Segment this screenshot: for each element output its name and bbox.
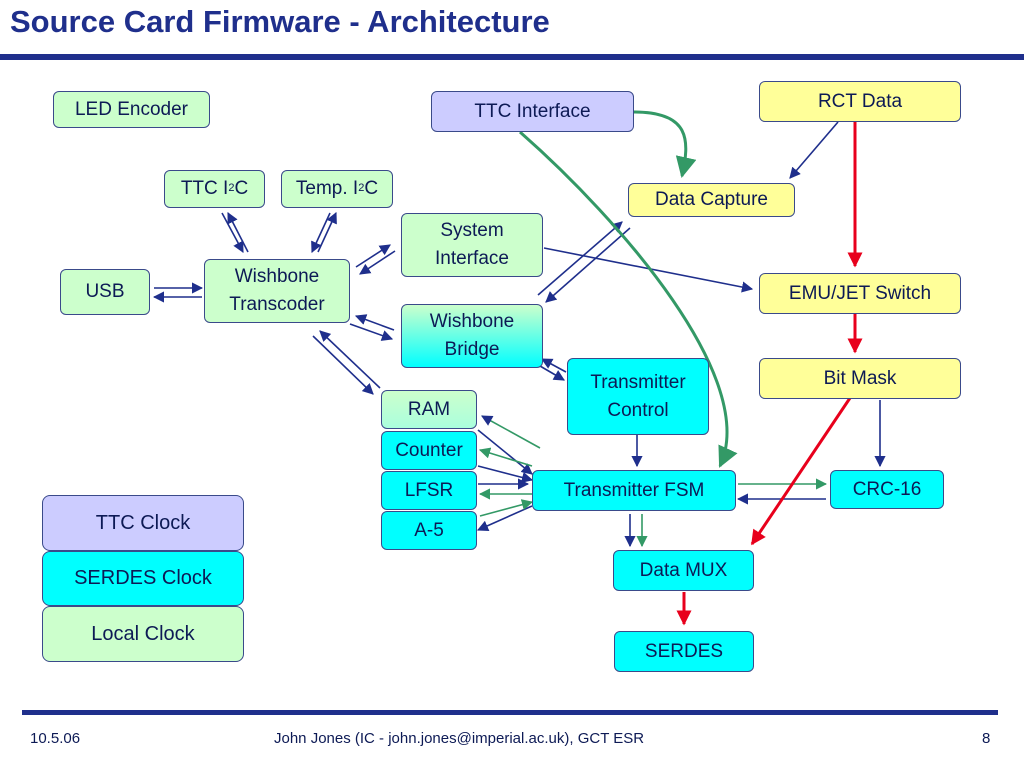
clock-local: Local Clock	[42, 606, 244, 662]
footer-page-number: 8	[982, 730, 991, 747]
arrow-rct-datacapture	[789, 121, 839, 179]
block-system-interface: System Interface	[401, 213, 543, 277]
block-emu-jet-switch: EMU/JET Switch	[759, 273, 961, 314]
arrow-ttcif-fsm	[519, 130, 738, 468]
block-ram: RAM	[381, 390, 477, 429]
arrow-temp-i2c-transcoder	[311, 211, 337, 254]
transmitter-control-line2: Control	[607, 399, 669, 421]
arrow-transcoder-bridge	[349, 314, 395, 341]
title-rule	[0, 54, 1024, 60]
temp-i2c-prefix: Temp. I	[295, 178, 359, 200]
block-serdes: SERDES	[614, 631, 754, 672]
block-data-mux: Data MUX	[613, 550, 754, 591]
ttc-i2c-prefix: TTC I	[180, 178, 229, 200]
ttc-i2c-suffix: C	[234, 178, 249, 200]
arrow-transcoder-sysif	[355, 244, 396, 275]
wishbone-transcoder-line2: Transcoder	[229, 294, 325, 315]
block-data-capture: Data Capture	[628, 183, 795, 217]
block-ttc-interface: TTC Interface	[431, 91, 634, 132]
clock-ttc: TTC Clock	[42, 495, 244, 551]
block-wishbone-transcoder: Wishbone Transcoder	[204, 259, 350, 323]
block-rct-data: RCT Data	[759, 81, 961, 122]
arrow-pattern-fsm-green	[478, 415, 541, 517]
block-led-encoder: LED Encoder	[53, 91, 210, 128]
block-bit-mask: Bit Mask	[759, 358, 961, 399]
block-a5: A-5	[381, 511, 477, 550]
arrow-bridge-txctrl	[539, 358, 567, 381]
block-crc16: CRC-16	[830, 470, 944, 509]
arrow-usb-transcoder	[152, 282, 204, 303]
block-transmitter-fsm: Transmitter FSM	[532, 470, 736, 511]
wishbone-bridge-line1: Wishbone	[429, 311, 515, 333]
arrow-ttcif-datacapture	[633, 110, 697, 179]
block-usb: USB	[60, 269, 150, 315]
arrow-fsm-datamux	[624, 514, 648, 548]
footer-author: John Jones (IC - john.jones@imperial.ac.…	[274, 730, 645, 747]
block-lfsr: LFSR	[381, 471, 477, 510]
wishbone-bridge-line2: Bridge	[444, 339, 500, 360]
system-interface-line1: System	[440, 220, 504, 242]
clock-serdes: SERDES Clock	[42, 551, 244, 606]
wishbone-transcoder-line1: Wishbone	[234, 266, 320, 288]
footer-rule	[22, 710, 998, 715]
arrow-red-datapath	[676, 122, 863, 626]
temp-i2c-sup: 2	[358, 182, 365, 195]
ttc-i2c-sup: 2	[228, 182, 235, 195]
arrow-bridge-datacapture	[537, 221, 631, 303]
temp-i2c-suffix: C	[364, 178, 379, 200]
block-wishbone-bridge: Wishbone Bridge	[401, 304, 543, 368]
arrow-ttc-i2c-transcoder	[221, 212, 249, 253]
footer-date: 10.5.06	[30, 730, 81, 747]
system-interface-line2: Interface	[435, 248, 509, 269]
transmitter-control-line1: Transmitter	[590, 371, 686, 393]
block-transmitter-control: Transmitter Control	[567, 358, 709, 435]
block-counter: Counter	[381, 431, 477, 470]
arrow-transcoder-ram	[312, 330, 381, 395]
slide-title: Source Card Firmware - Architecture	[10, 4, 550, 39]
